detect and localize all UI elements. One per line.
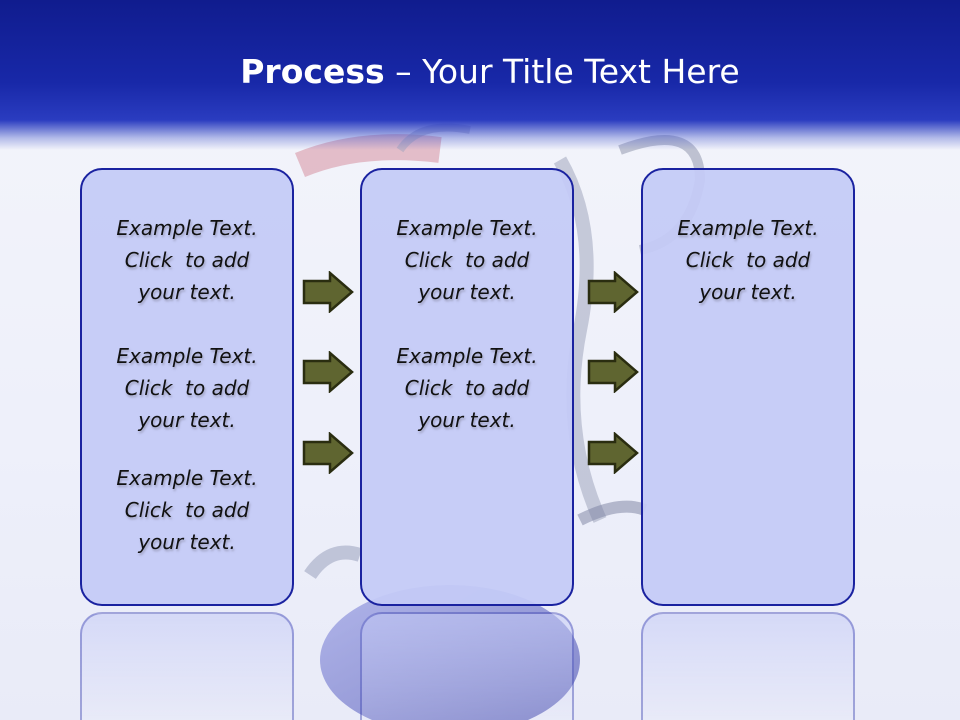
title-rest-text: – Your Title Text Here (384, 52, 740, 91)
text-item[interactable]: Example Text. Click to add your text. (116, 216, 258, 304)
right-arrow-icon (302, 351, 354, 393)
process-box-2[interactable]: Example Text. Click to add your text. Ex… (360, 168, 574, 606)
right-arrow-icon (587, 351, 639, 393)
box-reflection (360, 612, 574, 720)
box-reflection (641, 612, 855, 720)
text-item[interactable]: Example Text. Click to add your text. (396, 216, 538, 304)
right-arrow-icon (302, 271, 354, 313)
box-reflection (80, 612, 294, 720)
text-item[interactable]: Example Text. Click to add your text. (116, 344, 258, 432)
slide-title[interactable]: Process – Your Title Text Here (0, 52, 960, 91)
header-band (0, 0, 960, 150)
process-box-3[interactable]: Example Text. Click to add your text. (641, 168, 855, 606)
title-bold-text: Process (240, 52, 385, 91)
right-arrow-icon (302, 432, 354, 474)
right-arrow-icon (587, 271, 639, 313)
text-item[interactable]: Example Text. Click to add your text. (116, 466, 258, 554)
text-item[interactable]: Example Text. Click to add your text. (677, 216, 819, 304)
text-item[interactable]: Example Text. Click to add your text. (396, 344, 538, 432)
right-arrow-icon (587, 432, 639, 474)
process-box-1[interactable]: Example Text. Click to add your text. Ex… (80, 168, 294, 606)
